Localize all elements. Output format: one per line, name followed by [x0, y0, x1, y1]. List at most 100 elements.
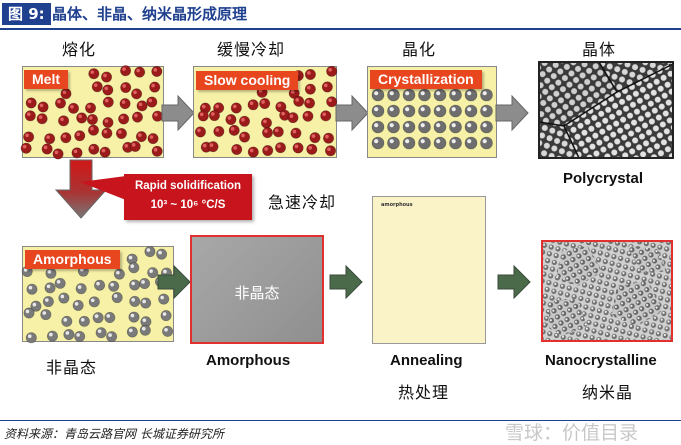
- atom-highlight: [124, 144, 129, 148]
- atom-icon: [25, 332, 37, 344]
- atom-icon: [239, 131, 251, 143]
- atom-icon: [61, 315, 73, 327]
- atom-icon: [20, 142, 32, 154]
- atom-icon: [387, 120, 400, 134]
- atom-highlight: [103, 73, 107, 78]
- atom-highlight: [148, 98, 153, 103]
- atom-icon: [135, 131, 147, 143]
- atom-icon: [139, 278, 151, 290]
- polycrystal-label: Polycrystal: [563, 170, 644, 187]
- arrow-right-icon: [495, 94, 529, 132]
- atom-highlight: [277, 144, 281, 148]
- atom-highlight: [374, 91, 379, 96]
- atom-highlight: [130, 313, 135, 318]
- atom-highlight: [96, 281, 100, 286]
- atom-highlight: [405, 123, 410, 128]
- atom-icon: [464, 136, 478, 150]
- atom-highlight: [153, 147, 158, 152]
- atom-highlight: [65, 331, 70, 335]
- atom-icon: [207, 141, 219, 153]
- atom-icon: [230, 102, 242, 114]
- amorphous-state-box: 非晶态: [190, 235, 324, 344]
- atom-icon: [63, 329, 75, 341]
- atom-icon: [68, 102, 80, 114]
- atom-highlight: [32, 302, 37, 307]
- atom-icon: [88, 68, 100, 80]
- atom-icon: [290, 127, 302, 139]
- atom-highlight: [121, 100, 126, 104]
- atom-highlight: [467, 123, 472, 128]
- atom-highlight: [103, 129, 108, 134]
- atom-highlight: [26, 112, 31, 117]
- rapid-cooling-label-cn: 急速冷却: [268, 193, 337, 212]
- atom-icon: [144, 246, 156, 258]
- atom-highlight: [306, 99, 310, 104]
- atom-icon: [149, 81, 161, 93]
- atom-icon: [86, 113, 98, 125]
- atom-icon: [74, 330, 86, 342]
- atom-icon: [76, 112, 88, 124]
- atom-icon: [23, 131, 35, 143]
- atom-icon: [247, 99, 259, 111]
- atom-highlight: [389, 107, 394, 112]
- atom-highlight: [151, 83, 155, 88]
- atom-icon: [247, 146, 259, 158]
- atom-icon: [40, 309, 52, 321]
- atom-highlight: [233, 146, 237, 150]
- atom-icon: [213, 125, 225, 137]
- atom-highlight: [436, 91, 441, 96]
- atom-highlight: [141, 280, 145, 284]
- atom-highlight: [90, 70, 95, 74]
- atom-highlight: [131, 281, 135, 286]
- atom-highlight: [261, 100, 265, 104]
- atom-highlight: [451, 107, 456, 112]
- polycrystal-image: [538, 61, 674, 159]
- atom-highlight: [146, 248, 151, 252]
- crystallization-atoms: [371, 88, 493, 150]
- atom-highlight: [74, 302, 79, 306]
- atom-icon: [304, 83, 316, 95]
- atom-icon: [42, 296, 54, 308]
- atom-highlight: [130, 264, 135, 268]
- atom-highlight: [97, 329, 102, 334]
- atom-highlight: [38, 115, 43, 119]
- atom-icon: [464, 120, 478, 134]
- amorphous-label-en: Amorphous: [206, 352, 291, 369]
- atom-icon: [228, 124, 240, 136]
- atom-icon: [115, 128, 127, 140]
- atom-highlight: [420, 139, 425, 144]
- atom-icon: [287, 112, 299, 124]
- atom-highlight: [62, 90, 67, 94]
- atom-icon: [71, 147, 83, 159]
- atom-icon: [480, 120, 493, 134]
- atom-icon: [320, 110, 332, 122]
- atom-icon: [36, 113, 48, 125]
- atom-highlight: [467, 91, 472, 96]
- atom-highlight: [142, 299, 146, 304]
- atom-highlight: [307, 71, 311, 75]
- atom-icon: [88, 296, 100, 308]
- atom-highlight: [46, 135, 50, 139]
- atom-highlight: [304, 112, 309, 117]
- atom-highlight: [120, 115, 124, 120]
- atom-highlight: [142, 318, 147, 323]
- atom-highlight: [27, 99, 32, 104]
- atom-highlight: [134, 113, 138, 118]
- atom-icon: [262, 145, 274, 157]
- atom-icon: [326, 65, 338, 77]
- atom-highlight: [436, 123, 441, 128]
- atom-highlight: [374, 139, 379, 144]
- atom-highlight: [227, 116, 232, 120]
- atom-highlight: [230, 127, 235, 131]
- atom-icon: [371, 136, 385, 150]
- atom-icon: [88, 124, 100, 136]
- arrow-right-icon: [497, 264, 531, 300]
- atom-highlight: [113, 294, 118, 298]
- atom-icon: [402, 120, 416, 134]
- atom-icon: [151, 65, 163, 77]
- atom-icon: [46, 330, 58, 342]
- atom-highlight: [133, 90, 137, 95]
- atom-icon: [131, 88, 143, 100]
- atom-highlight: [451, 123, 456, 128]
- atom-icon: [41, 143, 53, 155]
